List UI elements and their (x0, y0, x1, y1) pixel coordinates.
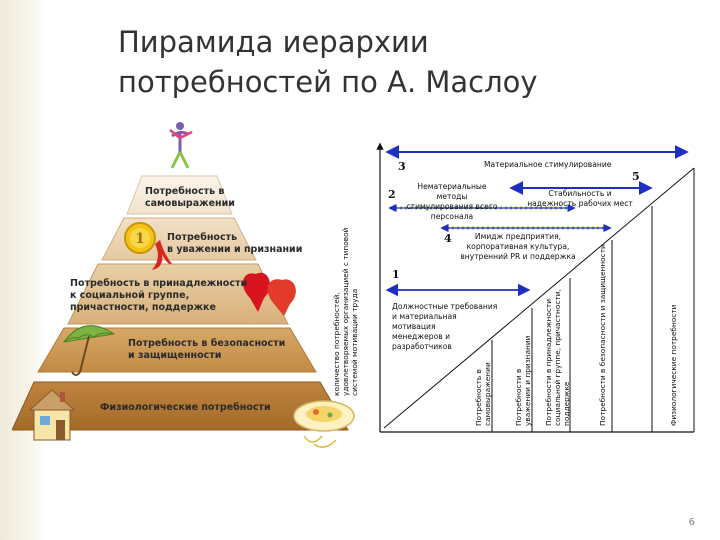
label-image-line-2: корпоративная культура, (466, 242, 570, 251)
label-nonmaterial-line-3: персонала (430, 212, 474, 221)
label-job-line-1: Должностные требования (392, 302, 498, 311)
title-line-1: Пирамида иерархии (118, 25, 429, 59)
tier-2-line-1: Потребность (167, 232, 238, 243)
ribbon-icon (152, 240, 172, 270)
column-5-line-1: Физиологические потребности (669, 304, 678, 426)
tier-5-line-1: Физиологические потребности (100, 402, 271, 413)
umbrella-icon (62, 325, 116, 376)
tier-label-physiological: Физиологические потребности (100, 402, 271, 414)
label-stability-line-1: Стабильность и (548, 189, 612, 198)
marker-1: 1 (392, 268, 400, 281)
marker-2: 2 (388, 188, 396, 201)
label-nonmaterial-line-2: стимулирования всего (406, 202, 498, 211)
tier-3-line-1: Потребность в принадлежности (70, 278, 248, 289)
pyramid-tier-5 (11, 381, 349, 431)
medal-number: 1 (135, 231, 145, 247)
tier-label-esteem: Потребность в уважении и признании (167, 232, 302, 256)
label-image-line-3: внутренний PR и поддержка (460, 252, 576, 261)
marker-4: 4 (444, 232, 452, 245)
column-3-line-2: социальной группе, причастности, (553, 289, 562, 426)
sidebar-decoration (0, 0, 46, 540)
pyramid-tier-1 (126, 175, 233, 215)
tier-label-safety: Потребность в безопасности и защищенност… (128, 338, 285, 362)
column-3-line-3: поддержке (562, 381, 571, 426)
label-stability: Стабильность и надежность рабочих мест (520, 189, 640, 209)
tier-3-line-3: причастности, поддержке (70, 302, 216, 313)
column-label-self-actualization: Потребность в самовыражении (474, 362, 492, 426)
label-nonmaterial: Нематериальные методы стимулирования все… (402, 182, 502, 222)
y-axis-label: количество потребностей, удовлетворяемых… (332, 228, 359, 396)
maslow-pyramid: 1 (11, 118, 362, 463)
slide-number: 6 (688, 517, 695, 528)
medal-icon: 1 (124, 222, 156, 254)
column-label-safety: Потребности в безопасности и защищенност… (598, 244, 607, 426)
food-plate-icon (293, 400, 355, 448)
pyramid-tier-3 (67, 263, 289, 325)
diagonal-line (383, 167, 695, 429)
label-job-line-3: мотивация (392, 322, 436, 331)
column-3-line-1: Потребности в принадлежности (544, 298, 553, 426)
pyramid-graphic: 1 (11, 122, 355, 448)
y-axis-label-line-3: системой мотивации труда (350, 288, 359, 396)
column-2-line-2: уважении и признании (523, 335, 532, 426)
tier-label-belonging: Потребность в принадлежности к социально… (70, 278, 247, 314)
figure-icon (169, 122, 193, 169)
label-nonmaterial-line-1: Нематериальные методы (417, 182, 487, 201)
tier-2-line-2: в уважении и признании (167, 244, 303, 255)
house-icon (28, 389, 76, 441)
y-axis-label-line-2: удовлетворяемых организацией с типовой (341, 227, 350, 396)
tier-3-line-2: к социальной группе, (70, 290, 190, 301)
tier-1-line-1: Потребность в (145, 186, 225, 197)
column-label-physiological: Физиологические потребности (669, 305, 678, 426)
label-image: Имидж предприятия, корпоративная культур… (452, 232, 584, 262)
tier-4-line-2: и защищенности (128, 350, 222, 361)
label-stability-line-2: надежность рабочих мест (527, 199, 633, 208)
tier-4-line-1: Потребность в безопасности (128, 338, 286, 349)
label-image-line-1: Имидж предприятия, (474, 232, 562, 241)
label-material: Материальное стимулирование (484, 160, 612, 169)
column-label-esteem: Потребности в уважении и признании (514, 336, 532, 426)
y-axis-label-line-1: количество потребностей, (332, 292, 341, 396)
column-2-line-1: Потребности в (514, 368, 523, 426)
motivation-diagram: количество потребностей, удовлетворяемых… (322, 140, 710, 440)
label-job: Должностные требования и материальная мо… (392, 302, 497, 352)
marker-3: 3 (398, 160, 406, 173)
tier-label-self-actualization: Потребность в самовыражении (145, 186, 235, 210)
hearts-icon (242, 272, 296, 316)
label-job-line-4: менеджеров и (392, 332, 451, 341)
slide-title: Пирамида иерархии потребностей по А. Мас… (118, 22, 538, 102)
title-line-2: потребностей по А. Маслоу (118, 65, 538, 99)
column-label-belonging: Потребности в принадлежности социальной … (544, 289, 571, 426)
column-4-line-1: Потребности в безопасности и защищенност… (598, 244, 607, 426)
column-1-line-2: самовыражении (483, 362, 492, 426)
marker-5: 5 (632, 170, 640, 183)
label-job-line-5: разработчиков (392, 342, 452, 351)
column-1-line-1: Потребность в (474, 369, 483, 426)
tier-1-line-2: самовыражении (145, 198, 235, 209)
label-job-line-2: и материальная (392, 312, 457, 321)
pyramid-tier-4 (37, 327, 317, 373)
motivation-diagram-graphic (376, 142, 695, 433)
